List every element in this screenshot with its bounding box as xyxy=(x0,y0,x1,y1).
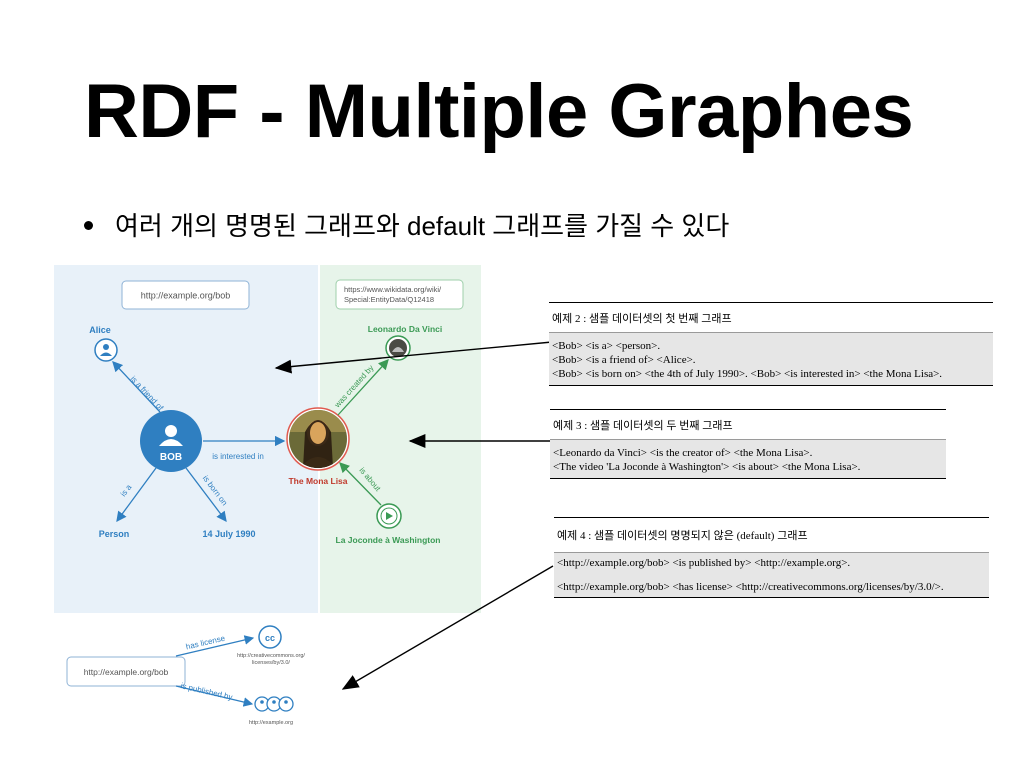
table-body: <http://example.org/bob> <is published b… xyxy=(554,553,989,598)
default-bob-uri-box xyxy=(66,656,186,687)
edge-bob-alice xyxy=(112,361,161,413)
triple-line: <Bob> <is a> <person>. xyxy=(552,340,661,352)
play-video-icon xyxy=(376,503,402,529)
edge-monalisa-leonardo xyxy=(337,359,389,416)
bullet-dot xyxy=(84,221,93,230)
bullet-item: 여러 개의 명명된 그래프와 default 그래프를 가질 수 있다 xyxy=(84,204,729,248)
edge-bob-person xyxy=(116,467,157,523)
arrow-table2-to-bob-graph xyxy=(274,341,553,374)
wikidata-uri-box xyxy=(335,279,464,310)
mona-lisa-label: The Mona Lisa xyxy=(288,476,347,486)
triple-line: <Leonardo da Vinci> <is the creator of> … xyxy=(553,447,813,459)
alice-person-icon xyxy=(94,338,118,362)
example-table-4: 예제 4 : 샘플 데이터셋의 명명되지 않은 (default) 그래프 <h… xyxy=(554,517,989,598)
edge-label-is-interested-in: is interested in xyxy=(212,452,264,461)
person-label: Person xyxy=(99,529,130,539)
example-org-label: http://example.org xyxy=(249,720,293,726)
triple-line: <The video 'La Joconde à Washington'> <i… xyxy=(553,461,861,473)
arrow-table4-to-default-graph xyxy=(341,565,554,690)
slide-title: RDF - Multiple Graphes xyxy=(84,69,914,154)
edge-bob-license xyxy=(175,635,255,657)
wikidata-uri-line1: https://www.wikidata.org/wiki/ xyxy=(344,285,442,294)
edge-bob-publisher xyxy=(175,685,254,707)
bob-label: BOB xyxy=(160,452,182,463)
triple-line: <Bob> <is born on> <the 4th of July 1990… xyxy=(552,368,943,380)
cc-uri-line2: licenses/by/3.0/ xyxy=(252,660,290,666)
bob-node-icon xyxy=(140,410,202,472)
table-body: <Bob> <is a> <person>. <Bob> <is a frien… xyxy=(549,333,993,386)
table-header: 예제 2 : 샘플 데이터셋의 첫 번째 그래프 xyxy=(549,302,993,333)
mona-lisa-image xyxy=(286,407,350,471)
default-bob-uri-text: http://example.org/bob xyxy=(84,667,169,677)
people-group-icon xyxy=(254,696,294,712)
bob-uri-text: http://example.org/bob xyxy=(141,291,231,301)
edge-bob-birthdate xyxy=(185,467,227,523)
triple-line-spacer xyxy=(557,571,985,579)
creative-commons-icon xyxy=(258,625,282,649)
la-joconde-label: La Joconde à Washington xyxy=(336,535,441,545)
table-header: 예제 4 : 샘플 데이터셋의 명명되지 않은 (default) 그래프 xyxy=(554,517,989,553)
bullet-text: 여러 개의 명명된 그래프와 default 그래프를 가질 수 있다 xyxy=(115,211,730,241)
example-table-2: 예제 2 : 샘플 데이터셋의 첫 번째 그래프 <Bob> <is a> <p… xyxy=(549,302,993,386)
triple-line: <http://example.org/bob> <has license> <… xyxy=(557,581,944,593)
table-header: 예제 3 : 샘플 데이터셋의 두 번째 그래프 xyxy=(550,409,946,440)
edge-label-is-published-by: is published by xyxy=(180,681,234,702)
leonardo-label: Leonardo Da Vinci xyxy=(368,324,442,334)
birth-date-label: 14 July 1990 xyxy=(202,529,255,539)
triple-line: <http://example.org/bob> <is published b… xyxy=(557,557,851,569)
cc-uri-line1: http://creativecommons.org/ xyxy=(237,653,305,659)
leonardo-portrait-icon xyxy=(385,335,411,361)
edge-joconde-monalisa xyxy=(339,462,382,506)
alice-label: Alice xyxy=(89,325,111,335)
wikidata-uri-line2: Special:EntityData/Q12418 xyxy=(344,295,434,304)
bob-uri-box xyxy=(121,280,250,310)
cc-badge-text: cc xyxy=(265,633,275,643)
triple-line: <Bob> <is a friend of> <Alice>. xyxy=(552,354,696,366)
example-table-3: 예제 3 : 샘플 데이터셋의 두 번째 그래프 <Leonardo da Vi… xyxy=(550,409,946,479)
table-body: <Leonardo da Vinci> <is the creator of> … xyxy=(550,440,946,479)
